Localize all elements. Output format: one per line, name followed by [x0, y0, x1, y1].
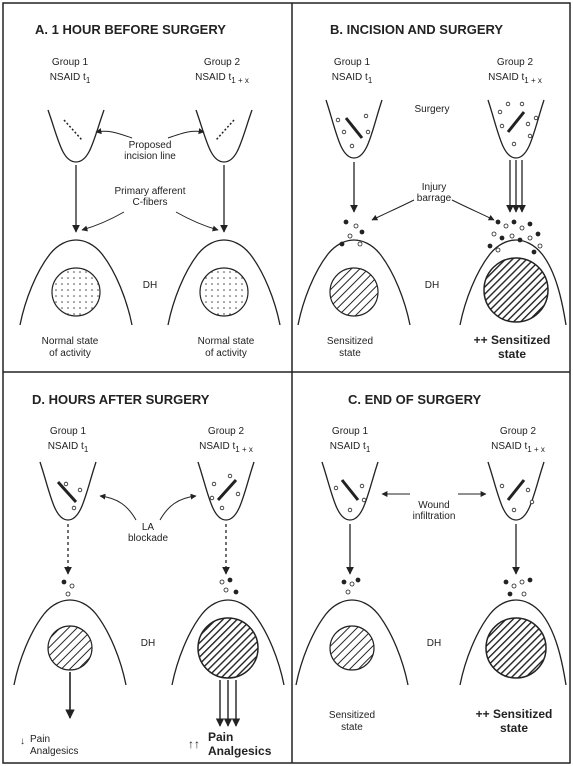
panel-a-dh-nucleus-2 [200, 268, 248, 316]
panel-d-dh-label: DH [141, 638, 155, 649]
panel-a-incision-line-2 [216, 120, 234, 140]
panel-c-group2-label: Group 2 [500, 426, 537, 437]
panel-d-outcome-1-arrow: ↓ [20, 736, 25, 747]
panel-a-fibers-arrow-left [82, 212, 124, 230]
panel-d-blockade-arrow-right [160, 496, 196, 520]
panel-d-title: D. HOURS AFTER SURGERY [32, 392, 210, 407]
panel-d-dh-nucleus-2 [198, 618, 258, 678]
panel-a: A. 1 HOUR BEFORE SURGERY Group 1 NSAID t… [20, 22, 280, 359]
panel-d-synapse-1 [62, 580, 74, 596]
panel-a-group1-label: Group 1 [52, 57, 89, 68]
panel-a-dh-nucleus-1 [52, 268, 100, 316]
panel-b-dh-nucleus-2 [484, 258, 548, 322]
panel-b-group1-label: Group 1 [334, 57, 371, 68]
panel-a-skin-1 [48, 110, 104, 162]
panel-d: D. HOURS AFTER SURGERY Group 1 NSAID t1 … [14, 392, 284, 758]
panel-a-group2-label: Group 2 [204, 57, 241, 68]
panel-b-group1-drug: NSAID t1 [332, 72, 373, 85]
panel-c-group2-drug: NSAID t1 + x [491, 441, 545, 454]
panel-d-outcome-2-arrow: ↑↑ [188, 737, 200, 751]
panel-d-wound-2 [218, 480, 236, 500]
panel-c-synapse-1 [342, 578, 360, 594]
panel-c-synapse-2 [504, 578, 532, 596]
panel-b-skin-2 [488, 100, 544, 158]
panel-b-surgery-label: Surgery [414, 104, 449, 115]
panel-b-dh-label: DH [425, 280, 439, 291]
panel-b-synapse-2 [488, 220, 542, 254]
panel-a-dh-label: DH [143, 280, 157, 291]
panel-b-group2-drug: NSAID t1 + x [488, 72, 542, 85]
panel-d-mediators-1 [64, 482, 82, 510]
panel-a-group2-drug: NSAID t1 + x [195, 72, 249, 85]
panel-d-group2-drug: NSAID t1 + x [199, 441, 253, 454]
panel-d-group2-label: Group 2 [208, 426, 245, 437]
panel-d-synapse-2 [220, 578, 238, 594]
panel-d-blockade-arrow-left [100, 496, 136, 520]
panel-d-dh-nucleus-1 [48, 626, 92, 670]
panel-c-title: C. END OF SURGERY [348, 392, 481, 407]
panel-d-group1-label: Group 1 [50, 426, 87, 437]
panel-d-group1-drug: NSAID t1 [48, 441, 89, 454]
panel-a-group1-drug: NSAID t1 [50, 72, 91, 85]
panel-a-incision-arrow-right [168, 131, 204, 138]
panel-b: B. INCISION AND SURGERY Group 1 NSAID t1… [298, 22, 566, 361]
panel-b-title: B. INCISION AND SURGERY [330, 22, 503, 37]
panel-a-incision-line-1 [64, 120, 82, 140]
panel-a-incision-arrow-left [96, 131, 132, 138]
panel-c-dh-label: DH [427, 638, 441, 649]
panel-b-wound-1 [346, 118, 362, 138]
panel-b-group2-label: Group 2 [497, 57, 534, 68]
panel-c-wound-1 [342, 480, 358, 500]
panel-c-dh-nucleus-2 [486, 618, 546, 678]
panel-b-mediators-1 [336, 114, 370, 148]
panel-c-wound-2 [508, 480, 524, 500]
panel-c: C. END OF SURGERY Group 1 NSAID t1 Group… [296, 392, 566, 735]
panel-a-skin-2 [196, 110, 252, 162]
panel-b-barrage-arrow-left [372, 200, 414, 220]
panel-b-dh-nucleus-1 [330, 268, 378, 316]
panel-c-group1-drug: NSAID t1 [330, 441, 371, 454]
panel-c-group1-label: Group 1 [332, 426, 369, 437]
panel-b-wound-2 [508, 112, 524, 132]
panel-b-barrage-arrow-right [452, 200, 494, 220]
panel-a-title: A. 1 HOUR BEFORE SURGERY [35, 22, 226, 37]
panel-a-fibers-arrow-right [176, 212, 218, 230]
panel-c-dh-nucleus-1 [330, 626, 374, 670]
